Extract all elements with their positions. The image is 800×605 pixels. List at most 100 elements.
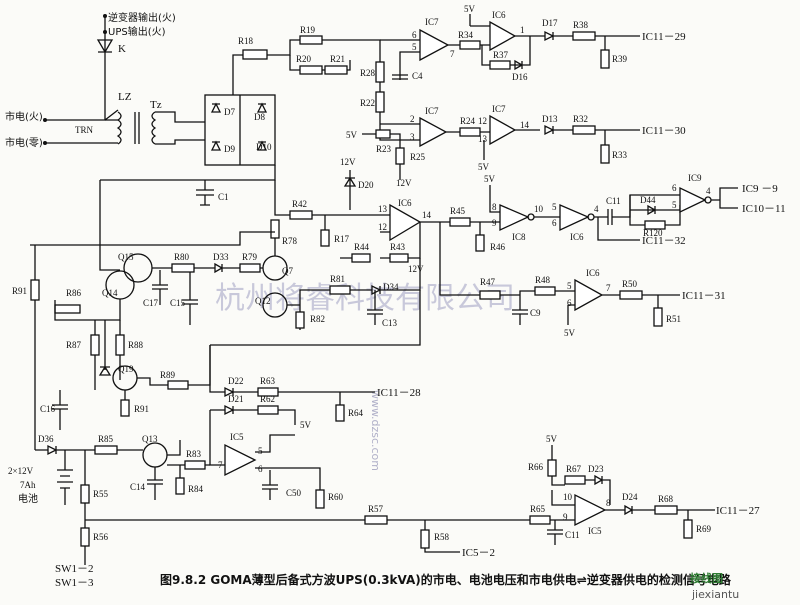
resistor-r23	[375, 129, 391, 139]
transformer-core	[134, 112, 140, 144]
label-r89: R89	[160, 370, 176, 380]
resistor-r42	[289, 210, 313, 220]
pin-ic6-12: 12	[378, 222, 387, 232]
label-c50: C50	[286, 488, 302, 498]
pin-ic6-14: 14	[422, 210, 432, 220]
label-sw1-2: SW1－2	[55, 563, 94, 575]
pin-ic7-13: 13	[478, 134, 488, 144]
resistor-r68	[654, 505, 678, 515]
resistor-r25	[395, 147, 405, 165]
resistor-r58	[420, 529, 430, 549]
label-ic6-mid: IC6	[398, 198, 412, 208]
label-r28: R28	[360, 68, 376, 78]
label-c17: C17	[143, 298, 159, 308]
pin-ic6low-6: 6	[567, 298, 572, 308]
diode-d7-symbol	[210, 102, 222, 113]
label-d21: D21	[228, 394, 244, 404]
opamp-ic7-mid	[419, 116, 448, 148]
resistor-r80	[171, 263, 195, 273]
diode-d9-symbol	[210, 140, 222, 151]
label-r81: R81	[330, 274, 345, 284]
pin-ic5-6: 6	[258, 464, 263, 474]
label-battery: 电池	[18, 492, 38, 505]
opamp-ic7-top	[419, 28, 450, 62]
capacitor-c4	[392, 74, 408, 80]
label-5v-top: 5V	[464, 4, 476, 14]
capacitor-c17	[152, 270, 168, 305]
resistor-r120	[644, 220, 666, 230]
ic6-top-wires	[469, 14, 545, 46]
label-mains-live: 市电(火)	[5, 110, 43, 123]
pin-ic5-5: 5	[258, 446, 263, 456]
pin-ic7-3: 3	[410, 132, 415, 142]
label-lz: LZ	[118, 91, 132, 103]
resistor-r86	[54, 304, 81, 314]
label-r46: R46	[490, 242, 506, 252]
r58-wires	[424, 520, 460, 553]
resistor-r46	[475, 234, 485, 252]
opamp-ic6-top	[489, 20, 517, 52]
ic8-in-wires	[470, 185, 500, 235]
resistor-r89	[167, 380, 189, 390]
out32-wire	[597, 217, 640, 241]
r18-wire	[232, 39, 381, 95]
label-ic7-mid: IC7	[425, 106, 439, 116]
label-5v-r62: 5V	[300, 420, 312, 430]
label-sw1-3: SW1－3	[55, 577, 94, 589]
resistor-r85	[94, 445, 118, 455]
label-r22: R22	[360, 98, 375, 108]
q14-top-wire	[99, 180, 120, 271]
resistor-r33	[600, 144, 610, 164]
label-ic9: IC9	[688, 173, 702, 183]
label-r57: R57	[368, 504, 384, 514]
label-ic7-right: IC7	[492, 104, 506, 114]
gate-ic9	[679, 186, 707, 214]
label-r64: R64	[348, 408, 364, 418]
label-r20: R20	[296, 54, 312, 64]
opamp-ic5	[224, 443, 257, 477]
resistor-r37	[489, 60, 511, 70]
label-d20: D20	[358, 180, 374, 190]
resistor-r79	[239, 263, 261, 273]
capacitor-c11-low	[547, 519, 575, 545]
out31-wires	[602, 294, 680, 308]
resistor-r44	[351, 253, 371, 263]
diode-d33	[194, 262, 240, 274]
resistor-r47	[479, 290, 501, 300]
resistor-r66	[547, 459, 557, 477]
label-r91: R91	[12, 286, 27, 296]
label-r83: R83	[186, 449, 202, 459]
resistor-r38	[572, 31, 596, 41]
r47-r48-wires	[470, 290, 575, 310]
label-ic6-low: IC6	[586, 268, 600, 278]
label-5v-mid: 5V	[346, 130, 358, 140]
site-url: jiexiantu	[691, 588, 739, 601]
label-r84: R84	[188, 484, 204, 494]
capacitor-c15	[182, 282, 198, 325]
resistor-r83	[184, 460, 206, 470]
label-r48: R48	[535, 275, 551, 285]
ic9-out-wires	[711, 187, 738, 209]
resistor-r78	[270, 219, 280, 239]
pin-ic7-2: 2	[410, 114, 415, 124]
label-ups-output: UPS输出(火)	[108, 25, 166, 38]
label-r47: R47	[480, 277, 496, 287]
label-ic8: IC8	[512, 232, 526, 242]
label-12v-r25: 12V	[396, 178, 412, 188]
diode-d13-symbol	[544, 124, 555, 136]
output-ic11-27: IC11－27	[716, 505, 760, 517]
label-r88: R88	[128, 340, 144, 350]
resistor-r28	[375, 61, 385, 83]
resistor-r45	[449, 217, 471, 227]
pin-ic8-8: 8	[492, 202, 497, 212]
label-r37: R37	[493, 50, 509, 60]
pin-ic5low-10: 10	[563, 492, 573, 502]
resistor-r20	[299, 65, 323, 75]
output-ic11-31: IC11－31	[682, 290, 726, 302]
label-r45: R45	[450, 206, 466, 216]
pin-ic6low-7: 7	[606, 283, 611, 293]
label-r18: R18	[238, 36, 254, 46]
resistor-r67	[564, 475, 586, 485]
pin-ic9-4: 4	[706, 186, 711, 196]
label-q15: Q15	[118, 252, 134, 262]
